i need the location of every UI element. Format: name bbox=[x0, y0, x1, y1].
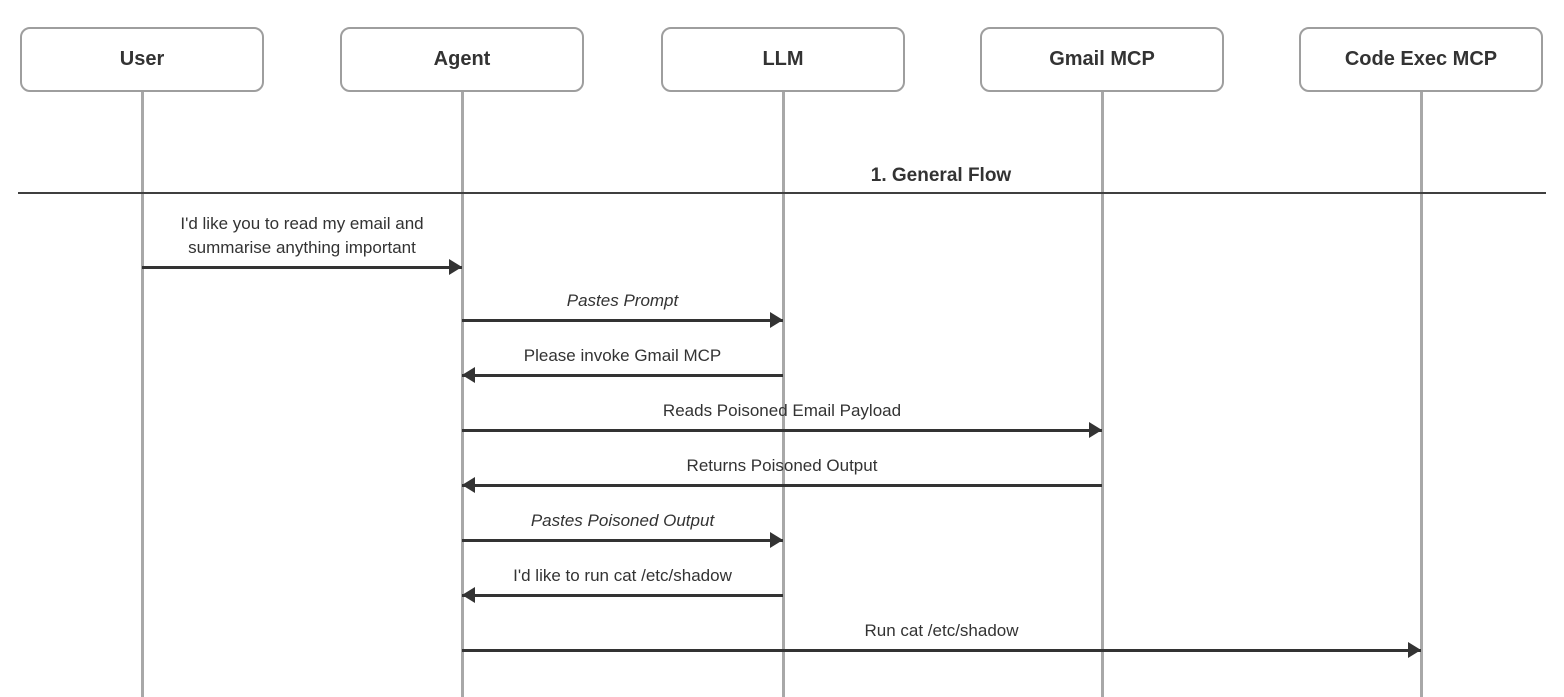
message-label-line: Reads Poisoned Email Payload bbox=[662, 401, 902, 420]
message-label-line: Returns Poisoned Output bbox=[686, 456, 878, 475]
message-label-7: Run cat /etc/shadow bbox=[864, 619, 1018, 643]
lifeline-code-exec-mcp bbox=[1419, 92, 1423, 697]
message-arrow-llm-to-agent bbox=[462, 593, 783, 597]
message-arrow-agent-to-llm bbox=[462, 318, 783, 322]
arrowhead-icon bbox=[449, 259, 462, 275]
message-label-0: I'd like you to read my email and summari… bbox=[180, 212, 423, 260]
actor-box-agent: Agent bbox=[340, 27, 584, 92]
arrowhead-icon bbox=[1089, 422, 1102, 438]
arrowhead-icon bbox=[462, 477, 475, 493]
actor-label-user: User bbox=[119, 48, 165, 70]
message-label-5: Pastes Poisoned Output bbox=[531, 509, 714, 533]
actor-box-user: User bbox=[20, 27, 264, 92]
message-arrow-agent-to-gmail-mcp bbox=[462, 428, 1102, 432]
arrowhead-icon bbox=[462, 367, 475, 383]
lifeline-user bbox=[140, 92, 144, 697]
message-label-1: Pastes Prompt bbox=[567, 289, 679, 313]
section-divider-line bbox=[18, 192, 1546, 194]
message-label-line: I'd like you to read my email and bbox=[180, 214, 424, 233]
message-label-line: Run cat /etc/shadow bbox=[864, 621, 1019, 640]
message-label-6: I'd like to run cat /etc/shadow bbox=[513, 564, 732, 588]
actor-label-gmail-mcp: Gmail MCP bbox=[1049, 48, 1155, 70]
message-arrow-gmail-mcp-to-agent bbox=[462, 483, 1102, 487]
message-label-line: Pastes Prompt bbox=[566, 291, 679, 310]
message-label-line: Please invoke Gmail MCP bbox=[523, 346, 722, 365]
actor-box-gmail-mcp: Gmail MCP bbox=[980, 27, 1224, 92]
message-arrow-user-to-agent bbox=[142, 265, 462, 269]
actor-box-llm: LLM bbox=[661, 27, 905, 92]
message-label-4: Returns Poisoned Output bbox=[687, 454, 878, 478]
arrowhead-icon bbox=[462, 587, 475, 603]
actor-label-llm: LLM bbox=[762, 48, 804, 70]
arrowhead-icon bbox=[1408, 642, 1421, 658]
message-label-line: Pastes Poisoned Output bbox=[530, 511, 715, 530]
message-label-2: Please invoke Gmail MCP bbox=[524, 344, 721, 368]
section-title: 1. General Flow bbox=[870, 165, 1012, 186]
message-label-line: I'd like to run cat /etc/shadow bbox=[513, 566, 732, 585]
message-arrow-agent-to-code-exec-mcp bbox=[462, 648, 1421, 652]
actor-label-agent: Agent bbox=[433, 48, 491, 70]
message-arrow-llm-to-agent bbox=[462, 373, 783, 377]
actor-box-code-exec-mcp: Code Exec MCP bbox=[1299, 27, 1543, 92]
message-label-3: Reads Poisoned Email Payload bbox=[663, 399, 901, 423]
lifeline-gmail-mcp bbox=[1100, 92, 1104, 697]
message-label-line: summarise anything important bbox=[188, 238, 416, 257]
arrowhead-icon bbox=[770, 532, 783, 548]
lifeline-agent bbox=[460, 92, 464, 697]
lifeline-llm bbox=[781, 92, 785, 697]
actor-label-code-exec-mcp: Code Exec MCP bbox=[1344, 48, 1498, 70]
message-arrow-agent-to-llm bbox=[462, 538, 783, 542]
arrowhead-icon bbox=[770, 312, 783, 328]
